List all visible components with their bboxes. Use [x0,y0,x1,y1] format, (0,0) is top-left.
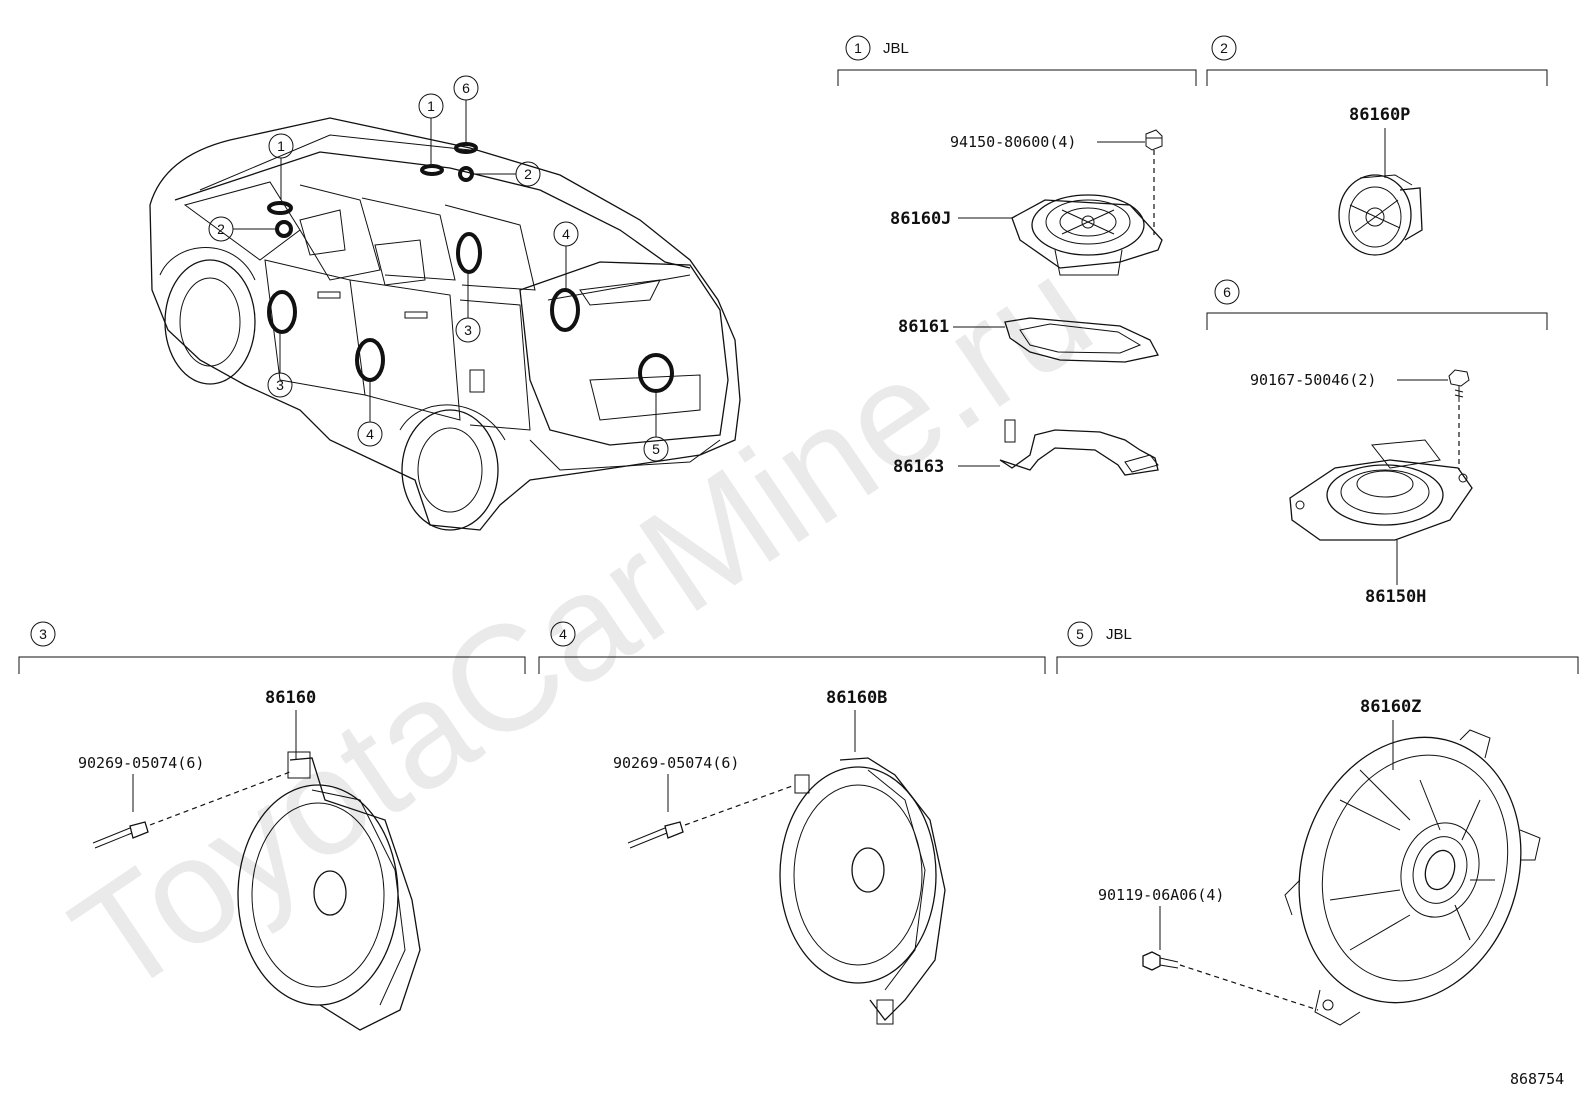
speaker-locations [267,142,674,393]
svg-text:JBL: JBL [883,40,909,57]
nut-icon [1145,129,1163,151]
svg-text:2: 2 [524,166,532,182]
speaker-86160B-illustration [779,757,946,1025]
part-90167-50046: 90167-50046(2) [1250,371,1376,389]
part-86161: 86161 [898,317,949,337]
section-6-header: 6 [1206,279,1548,330]
part-86160J: 86160J [890,209,951,229]
svg-text:4: 4 [366,426,374,442]
locator-callouts: 1 2 1 6 2 4 3 3 4 5 [208,75,669,462]
callout-3b: 3 [455,317,481,343]
part-86160P: 86160P [1349,105,1410,125]
callout-2a: 2 [208,216,234,242]
speaker-86160Z-illustration [1284,729,1541,1026]
part-90269-05074-a: 90269-05074(6) [78,754,204,772]
part-90269-05074-b: 90269-05074(6) [613,754,739,772]
part-90119-06A06: 90119-06A06(4) [1098,886,1224,904]
section-4-header: 4 [538,621,1046,674]
svg-text:6: 6 [462,80,470,96]
part-86160: 86160 [265,688,316,708]
section-2-header: 2 [1206,35,1548,86]
speaker-86150H-illustration [1289,439,1473,541]
section-1-header: 1 JBL [837,35,1197,86]
part-86163: 86163 [893,457,944,477]
svg-text:3: 3 [276,377,284,393]
part-94150-80600: 94150-80600(4) [950,133,1076,151]
part-86160B: 86160B [826,688,887,708]
part-86160Z: 86160Z [1360,697,1421,717]
callout-2b: 2 [515,161,541,187]
catalog-number: 868754 [1510,1070,1564,1088]
bracket-86163-illustration [999,419,1159,476]
rivet-icon-a [92,821,149,849]
bolt-icon [1142,951,1179,971]
rivet-icon-b [627,821,684,849]
svg-text:3: 3 [39,626,47,642]
callout-6: 6 [453,75,479,101]
locator-leaders [233,100,657,437]
watermark: ToyotaCarMine.ru [44,225,1119,1026]
gasket-86161-illustration [1004,317,1159,363]
svg-text:5: 5 [652,441,660,457]
callout-4a: 4 [357,421,383,447]
svg-text:JBL: JBL [1106,626,1132,643]
speaker-86160-illustration [237,751,421,1031]
svg-text:6: 6 [1223,284,1231,300]
callout-1a: 1 [268,133,294,159]
svg-text:3: 3 [464,322,472,338]
tweeter-86160J-illustration [1011,194,1163,276]
callout-3a: 3 [267,372,293,398]
svg-text:2: 2 [217,221,225,237]
svg-text:2: 2 [1220,40,1228,56]
part-86150H: 86150H [1365,587,1426,607]
svg-text:4: 4 [562,226,570,242]
section-3-header: 3 [18,621,526,674]
screw-icon [1448,369,1470,402]
svg-text:4: 4 [559,626,567,642]
callout-1b: 1 [418,93,444,119]
svg-text:5: 5 [1076,626,1084,642]
callout-5: 5 [643,436,669,462]
svg-text:1: 1 [277,138,285,154]
tweeter-86160P-illustration [1338,174,1423,256]
svg-text:1: 1 [427,98,435,114]
callout-4b: 4 [553,221,579,247]
vehicle-illustration [149,117,741,531]
svg-text:1: 1 [854,40,862,56]
section-5-header: 5 JBL [1056,621,1579,674]
